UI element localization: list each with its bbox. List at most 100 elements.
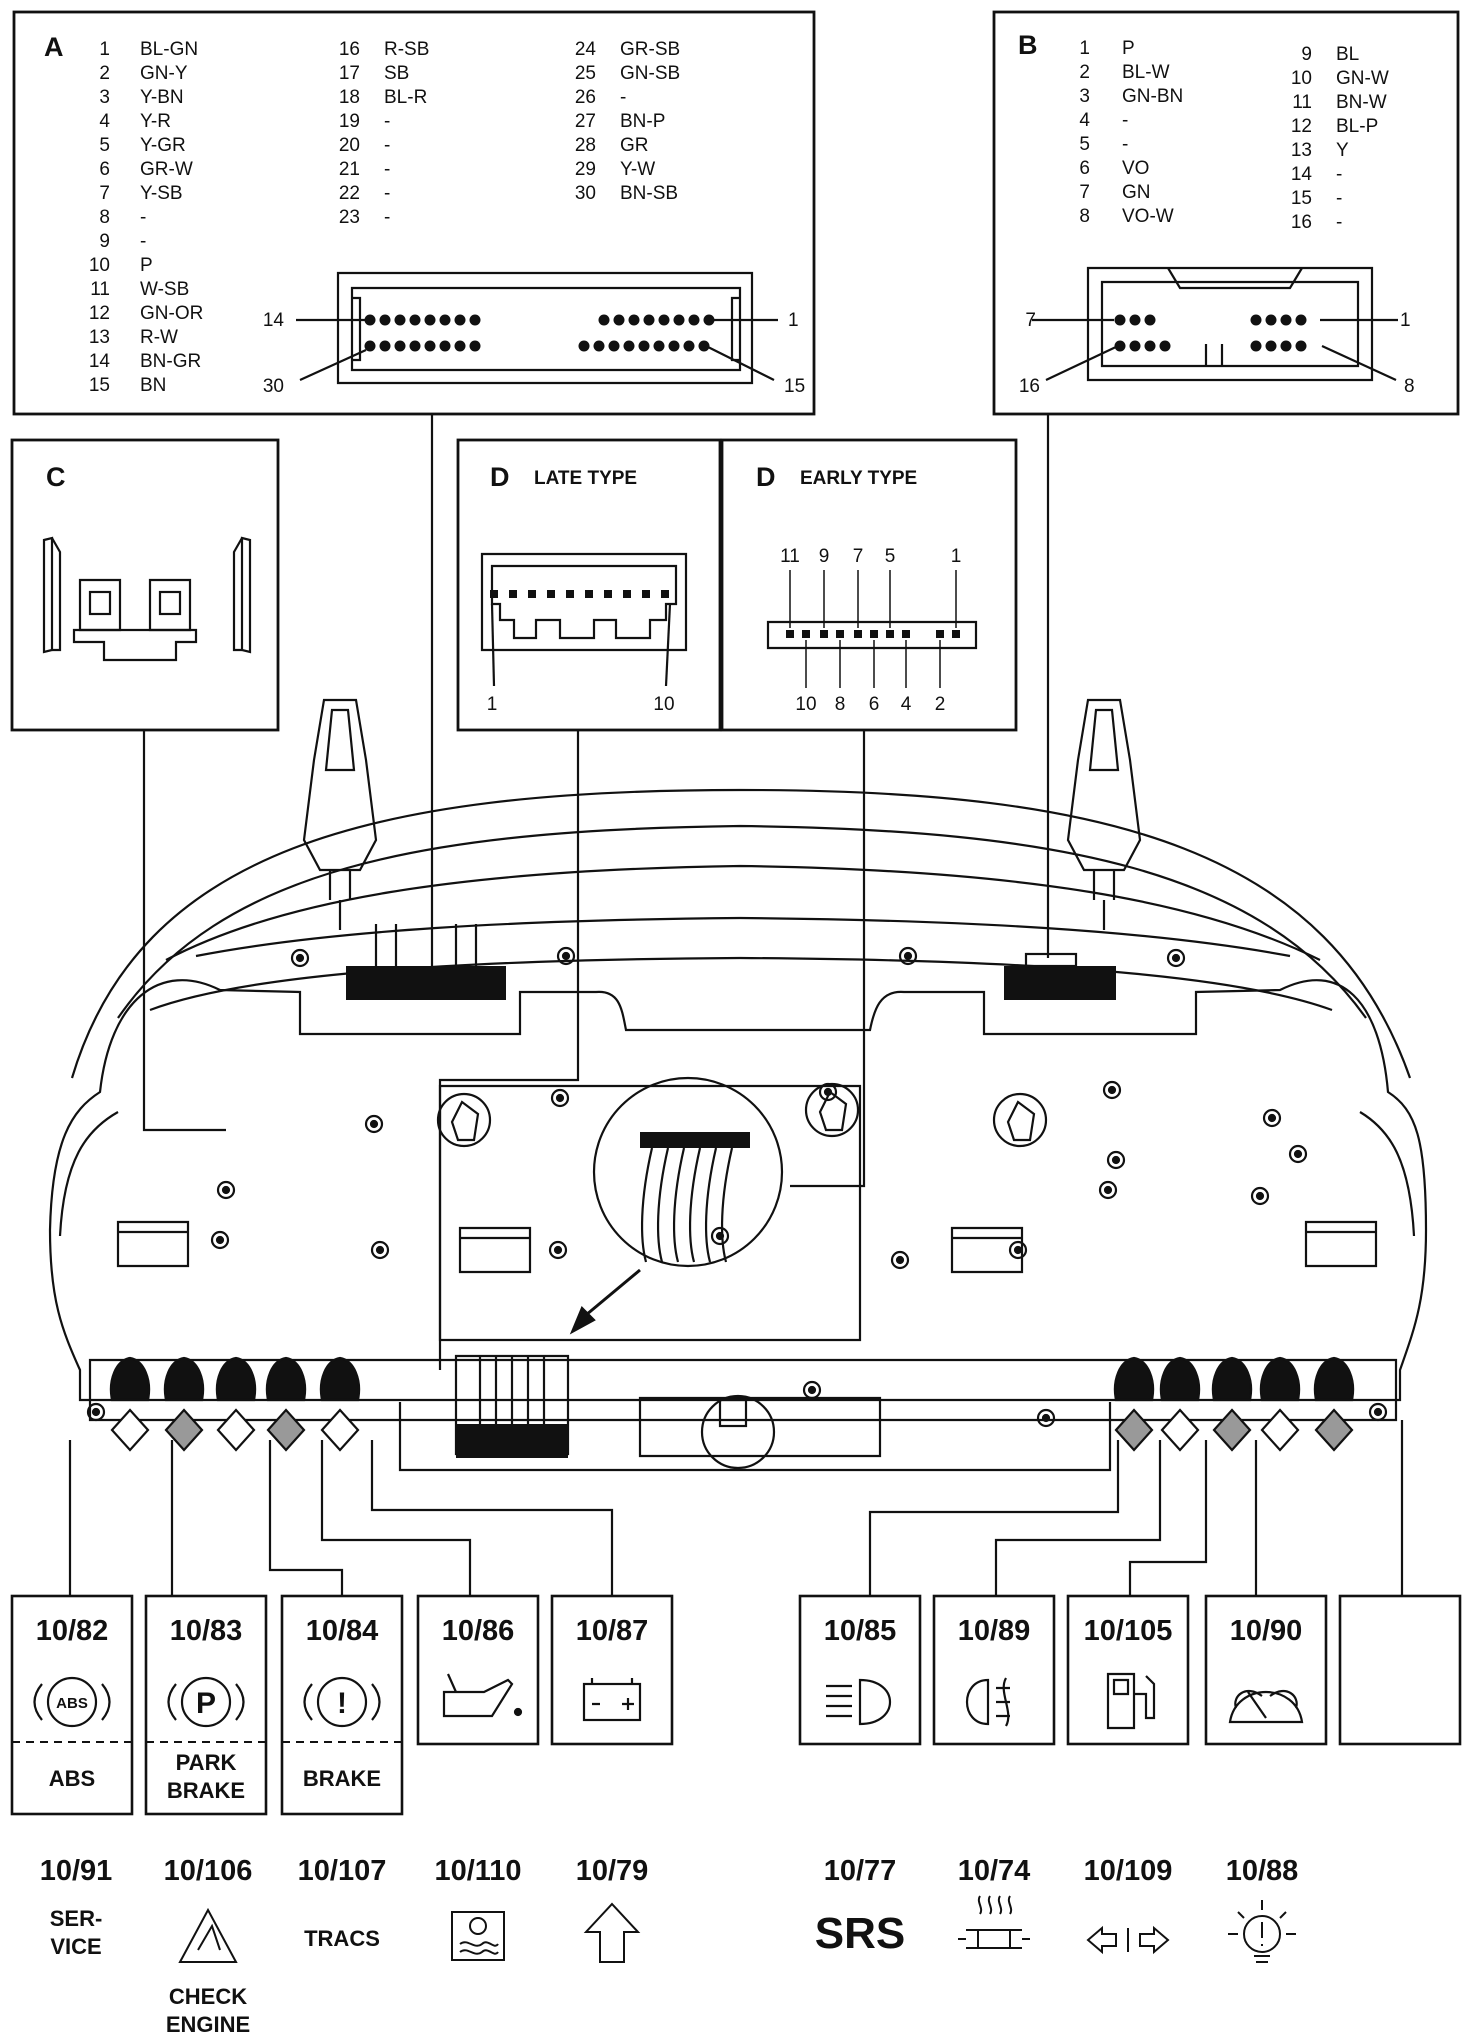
check-engine-icon bbox=[178, 1907, 238, 1963]
screw-boss bbox=[556, 946, 576, 966]
pin-number: 1 bbox=[99, 39, 110, 60]
pin-dot bbox=[469, 314, 481, 326]
pin-dot bbox=[566, 590, 574, 598]
callout-16: 16 bbox=[1019, 376, 1040, 397]
bulb-box-10/89: 10/89 bbox=[932, 1594, 1056, 1746]
lamp-window bbox=[1304, 1220, 1378, 1268]
screw-boss bbox=[216, 1180, 236, 1200]
screw-boss-centre bbox=[903, 951, 913, 961]
pin-dot bbox=[638, 340, 650, 352]
coolant-icon bbox=[451, 1911, 505, 1961]
wire-color: - bbox=[1336, 212, 1342, 233]
wire-color: P bbox=[140, 255, 153, 276]
extra-code: 10/79 bbox=[576, 1855, 649, 1887]
pin-dot bbox=[528, 590, 536, 598]
callout-30: 30 bbox=[263, 376, 284, 397]
wire-color: VO-W bbox=[1122, 206, 1174, 227]
early-pin-top: 7 bbox=[853, 546, 864, 567]
pin-number: 19 bbox=[339, 111, 360, 132]
gauge-spindle-cap bbox=[450, 1100, 480, 1142]
screw-boss-centre bbox=[561, 951, 571, 961]
bulb-fail-icon bbox=[1228, 1900, 1296, 1963]
pin-dot bbox=[623, 340, 635, 352]
bulb-socket bbox=[265, 1356, 307, 1402]
pin-number: 8 bbox=[99, 207, 110, 228]
pin-number: 24 bbox=[575, 39, 597, 60]
pin-dot bbox=[1280, 314, 1292, 326]
panel-d-early-letter: D bbox=[756, 462, 776, 492]
pin-dot bbox=[424, 314, 436, 326]
pin-dot bbox=[820, 630, 828, 638]
bulb-holder bbox=[320, 1408, 360, 1452]
early-pin-top: 9 bbox=[819, 546, 830, 567]
screw-boss-centre bbox=[1255, 1191, 1265, 1201]
early-pin-bottom: 10 bbox=[795, 694, 816, 715]
wire-color: GR bbox=[620, 135, 649, 156]
pin-dot bbox=[409, 340, 421, 352]
bulb-box-10/87: 10/87 bbox=[550, 1594, 674, 1746]
pin-number: 9 bbox=[99, 231, 110, 252]
wire-color: Y-W bbox=[620, 159, 655, 180]
wire-color: - bbox=[140, 207, 146, 228]
bulb-box-10/86: 10/86 bbox=[416, 1594, 540, 1746]
washer-icon bbox=[1228, 1690, 1304, 1724]
screw-boss bbox=[1250, 1186, 1270, 1206]
callout-8: 8 bbox=[1404, 376, 1415, 397]
leader-lines bbox=[68, 414, 1404, 1595]
screw-boss-centre bbox=[895, 1255, 905, 1265]
pin-dot bbox=[604, 590, 612, 598]
wire-color: BL-R bbox=[384, 87, 427, 108]
pin-dot bbox=[854, 630, 862, 638]
oil-can-icon bbox=[442, 1673, 523, 1718]
bulb-socket bbox=[1113, 1356, 1155, 1402]
bulb-socket bbox=[215, 1356, 257, 1402]
early-pin-bottom: 8 bbox=[835, 694, 846, 715]
pin-number: 30 bbox=[575, 183, 596, 204]
screw-boss-centre bbox=[1373, 1407, 1383, 1417]
gauge-spindle bbox=[992, 1092, 1048, 1148]
panel-d-early bbox=[720, 438, 1018, 732]
pin-dot bbox=[394, 340, 406, 352]
pin-number: 15 bbox=[89, 375, 110, 396]
pin-number: 14 bbox=[89, 351, 111, 372]
pin-dot bbox=[469, 340, 481, 352]
wire-color: - bbox=[1336, 164, 1342, 185]
extra-10/79: 10/79 bbox=[576, 1855, 649, 1963]
main-beam-icon bbox=[826, 1678, 892, 1726]
screw-boss bbox=[1288, 1144, 1308, 1164]
wire-color: GN bbox=[1122, 182, 1151, 203]
extra-10/110: 10/110 bbox=[434, 1855, 522, 1961]
pin-dot bbox=[490, 590, 498, 598]
screw-boss-centre bbox=[1293, 1149, 1303, 1159]
pin-number: 21 bbox=[339, 159, 360, 180]
pin-dot bbox=[454, 314, 466, 326]
pin-dot bbox=[698, 340, 710, 352]
pin-dot bbox=[585, 590, 593, 598]
panel-a bbox=[12, 10, 816, 416]
instrument-cluster bbox=[48, 698, 1428, 1472]
indicator-arrows-icon bbox=[1086, 1925, 1170, 1955]
extra-10/109: 10/109 bbox=[1084, 1855, 1172, 1955]
pin-label-10: 10 bbox=[653, 694, 674, 715]
wire-color: - bbox=[384, 111, 390, 132]
extra-10/88: 10/88 bbox=[1226, 1855, 1298, 1963]
bulb-socket bbox=[109, 1356, 151, 1402]
bulb-code: 10/85 bbox=[824, 1615, 897, 1647]
pin-number: 11 bbox=[90, 279, 110, 300]
wire-color: GN-Y bbox=[140, 63, 188, 84]
pin-dot bbox=[1129, 314, 1141, 326]
pin-number: 12 bbox=[1291, 116, 1312, 137]
pin-dot bbox=[593, 340, 605, 352]
panel-d-late-letter: D bbox=[490, 462, 510, 492]
fog-lamp-icon bbox=[965, 1677, 1010, 1727]
wire-color: - bbox=[384, 183, 390, 204]
pin-dot bbox=[1295, 340, 1307, 352]
pin-number: 4 bbox=[1079, 110, 1090, 131]
fuel-pump-icon bbox=[1106, 1672, 1156, 1730]
pin-dot bbox=[1250, 340, 1262, 352]
panel-d-late bbox=[456, 438, 722, 732]
